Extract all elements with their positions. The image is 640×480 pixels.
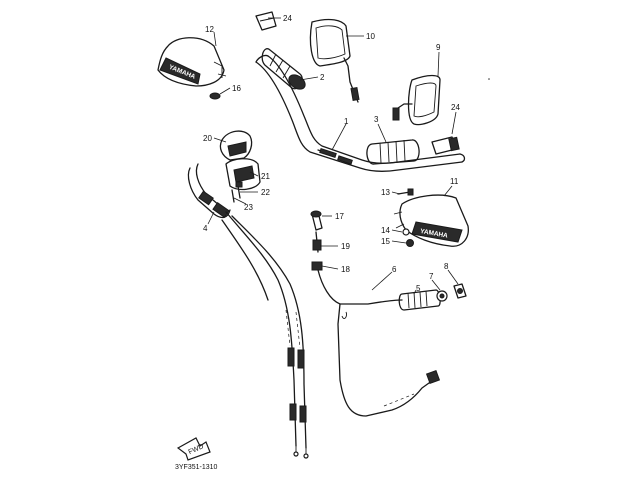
washer-14 — [402, 228, 410, 236]
callout-4: 4 — [203, 224, 208, 233]
callout-19: 19 — [341, 242, 350, 251]
callout-24-right: 24 — [451, 103, 460, 112]
lever-bracket-21 — [225, 158, 261, 191]
clutch-cable-6 — [317, 269, 441, 417]
collar-16 — [209, 92, 221, 100]
leader-lines — [207, 17, 459, 295]
callout-18: 18 — [341, 265, 350, 274]
screw-23 — [231, 189, 235, 203]
cable-joint-19 — [312, 231, 322, 253]
throttle-cable-guide-4 — [187, 163, 231, 219]
switch-8 — [453, 283, 467, 299]
lever-holder-20 — [219, 130, 253, 161]
drawing-code: 3YF351-1310 — [175, 464, 218, 471]
callout-22: 22 — [261, 188, 270, 197]
throttle-cables — [221, 211, 309, 459]
callout-24-top: 24 — [283, 14, 292, 23]
guard-brand-right: YAMAHA — [420, 228, 449, 240]
callout-10: 10 — [366, 32, 375, 41]
callout-9: 9 — [436, 43, 441, 52]
mirror-left — [309, 18, 360, 103]
mirror-right — [392, 74, 441, 126]
callout-5: 5 — [416, 284, 421, 293]
scan-dot — [488, 78, 490, 80]
callout-13: 13 — [381, 188, 390, 197]
callout-16: 16 — [232, 84, 241, 93]
callout-2: 2 — [320, 73, 325, 82]
callout-15: 15 — [381, 237, 390, 246]
callout-23: 23 — [244, 203, 253, 212]
bar-end-weight-top — [255, 11, 277, 31]
hand-guard-right: YAMAHA — [393, 194, 469, 247]
bar-end-weight-right — [431, 136, 460, 155]
left-grip — [261, 48, 306, 90]
callout-1: 1 — [344, 117, 349, 126]
cable-adjuster-17 — [310, 210, 323, 231]
callout-6: 6 — [392, 265, 397, 274]
callout-21: 21 — [261, 172, 270, 181]
front-arrow: FWD — [176, 437, 211, 461]
handlebar — [255, 54, 466, 172]
right-grip — [366, 139, 420, 165]
callout-7: 7 — [429, 272, 434, 281]
screw-22 — [235, 181, 243, 199]
callout-8: 8 — [444, 262, 449, 271]
callout-3: 3 — [374, 115, 379, 124]
cable-clip-18 — [311, 261, 323, 271]
nut-15 — [406, 239, 414, 247]
callout-labels: 24 10 12 9 2 16 24 1 3 20 21 22 23 4 11 … — [203, 14, 460, 293]
callout-14: 14 — [381, 226, 390, 235]
callout-12: 12 — [205, 25, 214, 34]
clutch-lever-assy-5 — [398, 289, 441, 311]
bolt-13 — [397, 188, 414, 196]
callout-11: 11 — [450, 177, 459, 186]
clamp-7 — [436, 290, 448, 302]
callout-17: 17 — [335, 212, 344, 221]
callout-20: 20 — [203, 134, 212, 143]
